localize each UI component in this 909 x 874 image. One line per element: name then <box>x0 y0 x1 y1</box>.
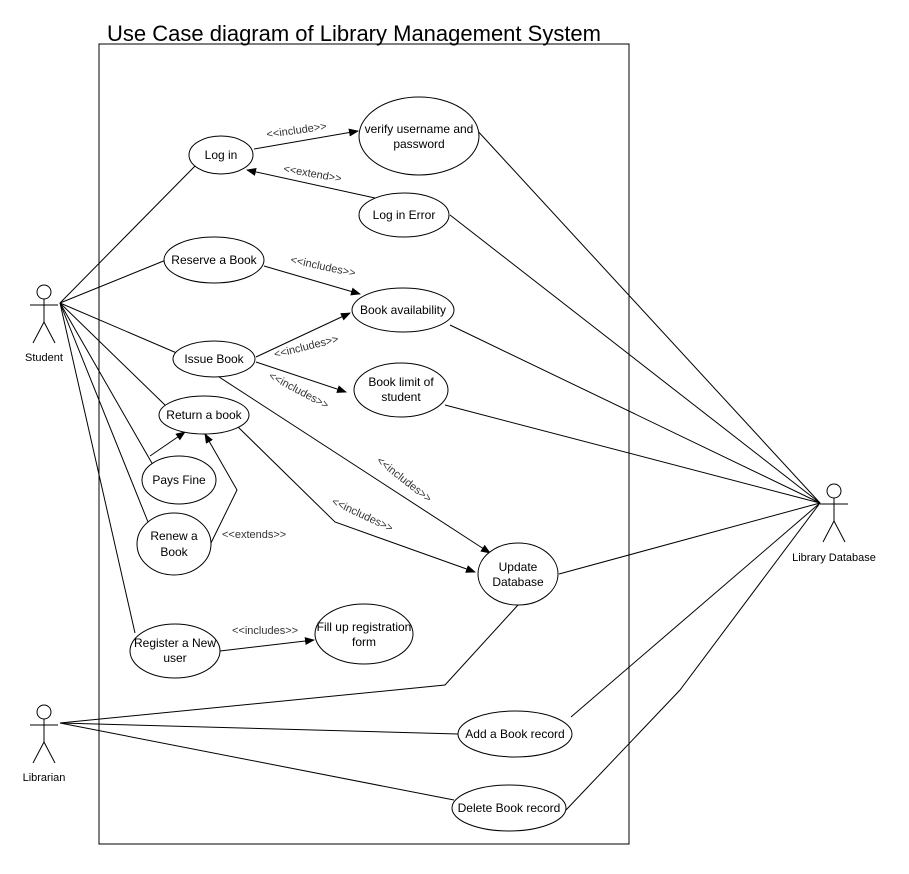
svg-text:Pays Fine: Pays Fine <box>152 473 206 487</box>
use-case-issue-book[interactable]: Issue Book <box>172 340 256 378</box>
relation-label-extend: <<extend>> <box>282 163 342 185</box>
use-case-update-database[interactable]: Update Database <box>477 542 559 606</box>
association-lines <box>59 127 821 811</box>
use-case-login-error[interactable]: Log in Error <box>358 192 450 238</box>
system-boundary <box>98 43 630 845</box>
svg-text:Book availability: Book availability <box>360 303 446 317</box>
use-case-add-book-record[interactable]: Add a Book record <box>457 710 573 758</box>
svg-text:Reserve a Book: Reserve a Book <box>171 253 257 267</box>
dependency-arrows <box>149 128 491 652</box>
use-case-return-book[interactable]: Return a book <box>158 395 250 435</box>
svg-text:Return a book: Return a book <box>166 408 242 422</box>
svg-text:Database: Database <box>492 575 544 589</box>
relation-label-includes: <<includes>> <box>273 333 340 361</box>
svg-text:verify username and: verify username and <box>365 122 474 136</box>
relation-label-includes: <<includes>> <box>330 496 395 535</box>
use-case-delete-book-record[interactable]: Delete Book record <box>451 784 567 832</box>
relation-label-extends: <<extends>> <box>222 529 286 541</box>
svg-text:Issue Book: Issue Book <box>184 352 244 366</box>
svg-text:form: form <box>352 635 376 649</box>
svg-text:Log in: Log in <box>205 148 238 162</box>
use-case-register-user[interactable]: Register a New user <box>129 623 221 679</box>
use-case-verify-credentials[interactable]: verify username and password <box>358 96 480 176</box>
svg-text:Book: Book <box>160 545 188 559</box>
svg-text:password: password <box>393 137 444 151</box>
use-case-reserve-book[interactable]: Reserve a Book <box>163 236 265 284</box>
svg-text:Log in Error: Log in Error <box>373 208 436 222</box>
svg-text:student: student <box>381 390 421 404</box>
diagram-title: Use Case diagram of Library Management S… <box>107 21 601 46</box>
actor-student[interactable]: Student <box>25 284 63 364</box>
use-case-fill-registration[interactable]: Fill up registration form <box>314 603 414 665</box>
svg-text:Delete Book record: Delete Book record <box>458 801 561 815</box>
svg-text:user: user <box>163 651 186 665</box>
svg-text:Book limit of: Book limit of <box>368 375 434 389</box>
svg-text:Update: Update <box>499 560 538 574</box>
use-case-renew-book[interactable]: Renew a Book <box>136 512 212 576</box>
svg-text:Register a New: Register a New <box>134 636 216 650</box>
actor-librarian[interactable]: Librarian <box>23 704 66 784</box>
actor-label-library-database: Library Database <box>792 552 876 564</box>
svg-text:Fill up registration: Fill up registration <box>317 620 412 634</box>
actor-label-librarian: Librarian <box>23 772 66 784</box>
actor-library-database[interactable]: Library Database <box>792 483 876 564</box>
relation-label-includes: <<includes>> <box>232 625 298 637</box>
use-case-login[interactable]: Log in <box>188 135 254 175</box>
use-case-book-limit[interactable]: Book limit of student <box>353 362 449 418</box>
svg-text:Renew a: Renew a <box>150 529 198 543</box>
use-case-pays-fine[interactable]: Pays Fine <box>141 455 217 505</box>
actor-label-student: Student <box>25 352 63 364</box>
use-case-book-availability[interactable]: Book availability <box>351 287 455 333</box>
svg-text:Add a Book record: Add a Book record <box>465 727 564 741</box>
